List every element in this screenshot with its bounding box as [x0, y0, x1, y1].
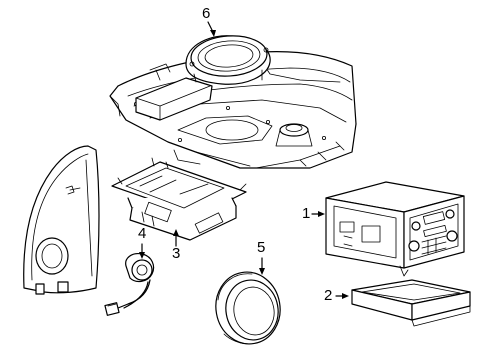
rear-speaker [185, 21, 271, 85]
amplifier [111, 157, 247, 247]
pillar-trim-panel [23, 145, 100, 295]
door-speaker [215, 257, 281, 345]
callout-4: 4 [138, 225, 147, 242]
callout-6: 6 [202, 5, 211, 22]
callout-1: 1 [302, 205, 311, 222]
storage-pocket [335, 279, 471, 327]
package-shelf [109, 51, 357, 169]
radio-receiver [311, 181, 465, 277]
callout-5: 5 [257, 239, 266, 256]
tweeter [104, 243, 155, 316]
callout-3: 3 [172, 245, 181, 262]
callout-2: 2 [324, 287, 333, 304]
